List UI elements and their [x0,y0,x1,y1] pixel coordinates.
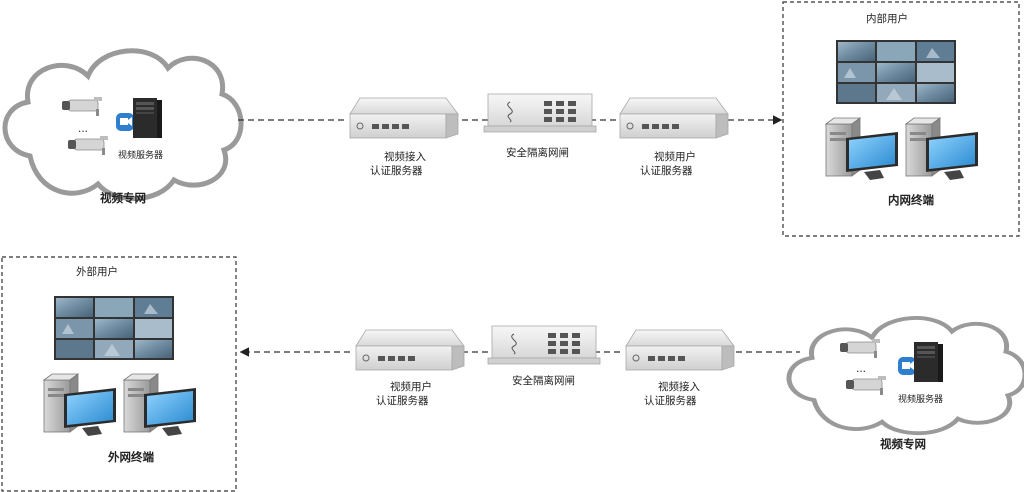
video-server-label: 视频服务器 [118,149,163,161]
cloud-title: 视频专网 [100,191,146,205]
video-server-icon [133,98,162,138]
cloud-title: 视频专网 [880,437,926,451]
access-server-label-line1: 视频接入 [658,380,700,393]
computer-icon [825,117,899,181]
video-badge-icon [898,357,916,375]
computer-icon [43,373,117,437]
bottom-video-private-network: ... 视频服务器 视频专网 [789,318,1024,451]
gateway-label: 安全隔离网闸 [512,374,575,387]
access-server-label-line2: 认证服务器 [644,394,697,407]
computer-icon [905,117,979,181]
internal-user-box: 内部用户 内网终端 [782,1,1020,237]
video-wall-icon [54,296,174,360]
top-access-auth-server: 视频接入 认证服务器 [349,97,459,177]
gateway-label: 安全隔离网闸 [506,146,569,159]
video-server-label: 视频服务器 [898,393,943,405]
access-server-label-line2: 认证服务器 [370,164,423,177]
external-user-title: 外部用户 [76,265,118,278]
external-terminal-label: 外网终端 [107,450,154,464]
internal-user-title: 内部用户 [866,12,908,25]
video-server-icon [914,342,943,382]
top-video-private-network: ... 视频服务器 视频专网 [5,51,241,205]
user-server-label-line1: 视频用户 [654,150,696,163]
internal-terminal-label: 内网终端 [888,193,934,207]
bottom-security-gateway: 安全隔离网闸 [487,325,601,387]
bottom-user-auth-server: 视频用户 认证服务器 [355,329,465,407]
user-server-label-line1: 视频用户 [390,380,432,393]
top-security-gateway: 安全隔离网闸 [483,93,597,159]
computer-icon [123,373,197,437]
camera-ellipsis: ... [856,363,866,375]
user-server-label-line2: 认证服务器 [376,394,429,407]
user-server-label-line2: 认证服务器 [640,164,693,177]
access-server-label-line1: 视频接入 [384,150,426,163]
video-badge-icon [116,113,134,131]
bottom-access-auth-server: 视频接入 认证服务器 [625,329,735,407]
external-user-box: 外部用户 外网终端 [1,256,237,492]
video-wall-icon [836,40,956,104]
camera-ellipsis: ... [78,123,88,135]
cloud-shape [789,318,1024,433]
top-user-auth-server: 视频用户 认证服务器 [619,97,729,177]
